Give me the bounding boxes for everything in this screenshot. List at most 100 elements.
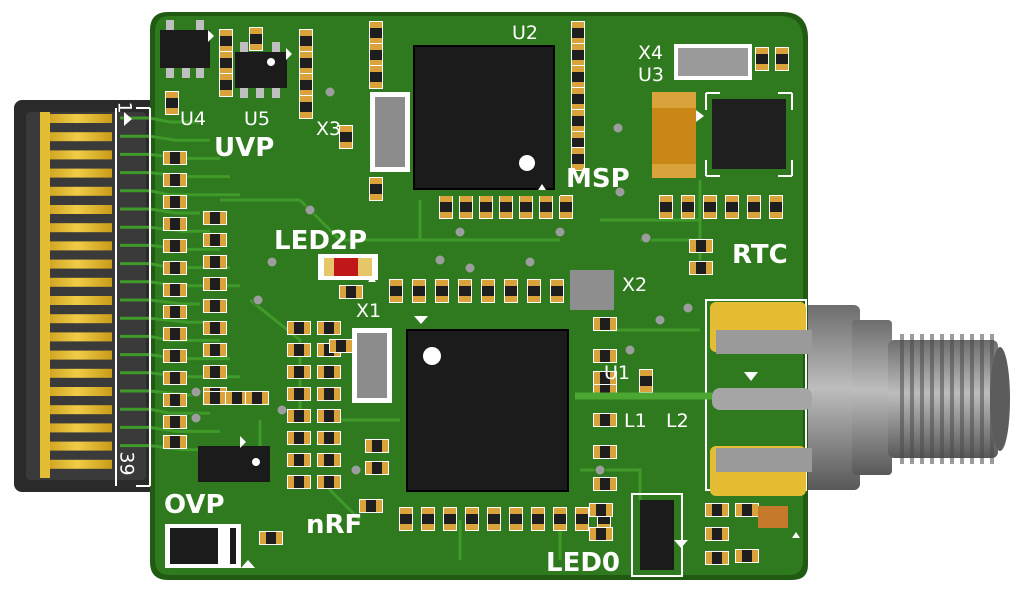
- gold-finger: [42, 405, 112, 415]
- passive-component: [539, 195, 553, 219]
- components: [163, 21, 789, 565]
- passive-component: [769, 195, 783, 219]
- passive-component: [163, 305, 187, 319]
- passive-component: [163, 151, 187, 165]
- passive-component: [203, 299, 227, 313]
- label-u5: U5: [244, 108, 270, 130]
- passive-component: [259, 531, 283, 545]
- passive-component: [412, 279, 426, 303]
- passive-component: [317, 431, 341, 445]
- tantalum-capacitor: [652, 92, 696, 178]
- gold-finger: [42, 150, 112, 160]
- gold-finger: [42, 387, 112, 396]
- passive-component: [287, 343, 311, 357]
- passive-component: [203, 365, 227, 379]
- passive-component: [163, 239, 187, 253]
- x4-crystal: [674, 44, 752, 80]
- edge-connector: [14, 100, 164, 492]
- x2-crystal: [570, 270, 614, 310]
- label-ovp: OVP: [164, 490, 225, 520]
- passive-component: [163, 283, 187, 297]
- passive-component: [499, 195, 513, 219]
- passive-component: [163, 195, 187, 209]
- pin-markers: [124, 30, 800, 568]
- gold-finger: [42, 241, 112, 251]
- passive-component: [559, 195, 573, 219]
- passive-component: [639, 369, 653, 393]
- passive-component: [219, 29, 233, 53]
- passive-component: [755, 47, 769, 71]
- label-led2p: LED2P: [274, 226, 368, 256]
- gold-finger: [42, 186, 112, 196]
- passive-component: [439, 195, 453, 219]
- gold-finger: [42, 459, 112, 469]
- label-x2: X2: [622, 274, 648, 296]
- connector-outline: [115, 107, 151, 487]
- passive-component: [299, 29, 313, 53]
- passive-component: [458, 279, 472, 303]
- passive-component: [571, 21, 585, 45]
- passive-component: [571, 87, 585, 111]
- led0: [758, 506, 788, 528]
- passive-component: [287, 475, 311, 489]
- passive-component: [287, 409, 311, 423]
- label-l1: L1: [624, 410, 647, 432]
- passive-component: [317, 453, 341, 467]
- passive-component: [365, 461, 389, 475]
- vias: [190, 86, 694, 476]
- gold-finger: [42, 368, 112, 378]
- passive-component: [593, 477, 617, 491]
- passive-component: [165, 91, 179, 115]
- passive-component: [571, 147, 585, 171]
- passive-component: [589, 503, 613, 517]
- gold-finger: [42, 423, 112, 433]
- passive-component: [443, 507, 457, 531]
- passive-component: [219, 51, 233, 75]
- passive-component: [317, 321, 341, 335]
- rtc-chip: [705, 92, 793, 177]
- passive-component: [163, 435, 187, 449]
- passive-component: [339, 125, 353, 149]
- passive-component: [689, 239, 713, 253]
- passive-component: [245, 391, 269, 405]
- passive-component: [465, 507, 479, 531]
- small-transistor: [198, 446, 270, 482]
- passive-component: [317, 475, 341, 489]
- passive-component: [163, 217, 187, 231]
- label-x1: X1: [356, 300, 382, 322]
- passive-component: [481, 279, 495, 303]
- label-u1: U1: [604, 362, 630, 384]
- passive-component: [571, 65, 585, 89]
- gold-finger: [42, 350, 112, 360]
- gold-finger: [42, 132, 112, 142]
- nrf-chip: [400, 325, 575, 500]
- gold-finger: [42, 168, 112, 178]
- passive-component: [725, 195, 739, 219]
- passive-component: [369, 65, 383, 89]
- passive-component: [287, 431, 311, 445]
- passive-component: [339, 285, 363, 299]
- passive-component: [747, 195, 761, 219]
- passive-component: [550, 279, 564, 303]
- msp-chip: [404, 40, 560, 196]
- passive-component: [593, 445, 617, 459]
- passive-component: [299, 73, 313, 97]
- label-l2: L2: [666, 410, 689, 432]
- passive-component: [509, 507, 523, 531]
- label-pin39: 39: [115, 451, 138, 476]
- led0-driver: [631, 493, 683, 577]
- passive-component: [735, 549, 759, 563]
- passive-component: [479, 195, 493, 219]
- passive-component: [203, 321, 227, 335]
- passive-component: [249, 27, 263, 51]
- passive-component: [225, 391, 249, 405]
- passive-component: [593, 349, 617, 363]
- passive-component: [504, 279, 518, 303]
- passive-component: [735, 503, 759, 517]
- label-msp: MSP: [566, 164, 630, 194]
- passive-component: [287, 321, 311, 335]
- passive-component: [365, 439, 389, 453]
- passive-component: [203, 211, 227, 225]
- passive-component: [705, 503, 729, 517]
- passive-component: [163, 327, 187, 341]
